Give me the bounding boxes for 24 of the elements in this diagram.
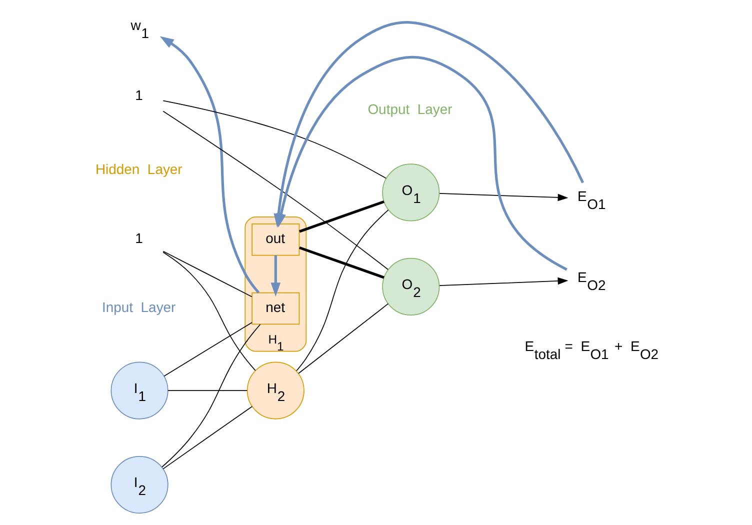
arrow (276, 56, 568, 271)
node-text: 1 (135, 86, 143, 103)
arrow (439, 193, 568, 202)
arrow (439, 277, 568, 286)
label: Hidden Layer (95, 160, 182, 177)
connector (162, 324, 261, 468)
connector (162, 406, 253, 470)
connector (168, 390, 248, 391)
connector (299, 246, 384, 279)
connector (299, 200, 384, 233)
arrow (270, 255, 281, 297)
connector (296, 210, 389, 372)
label: Output Layer (368, 100, 452, 117)
connector (298, 303, 389, 374)
label: Input Layer (102, 298, 176, 315)
connector (164, 322, 252, 377)
connector (162, 110, 388, 270)
connector (162, 100, 386, 179)
node-text: 1 (135, 230, 143, 246)
arrow (160, 36, 260, 294)
connector (162, 252, 256, 371)
connector (162, 250, 252, 298)
node-box: net (252, 292, 300, 325)
node-box: out (252, 223, 300, 256)
